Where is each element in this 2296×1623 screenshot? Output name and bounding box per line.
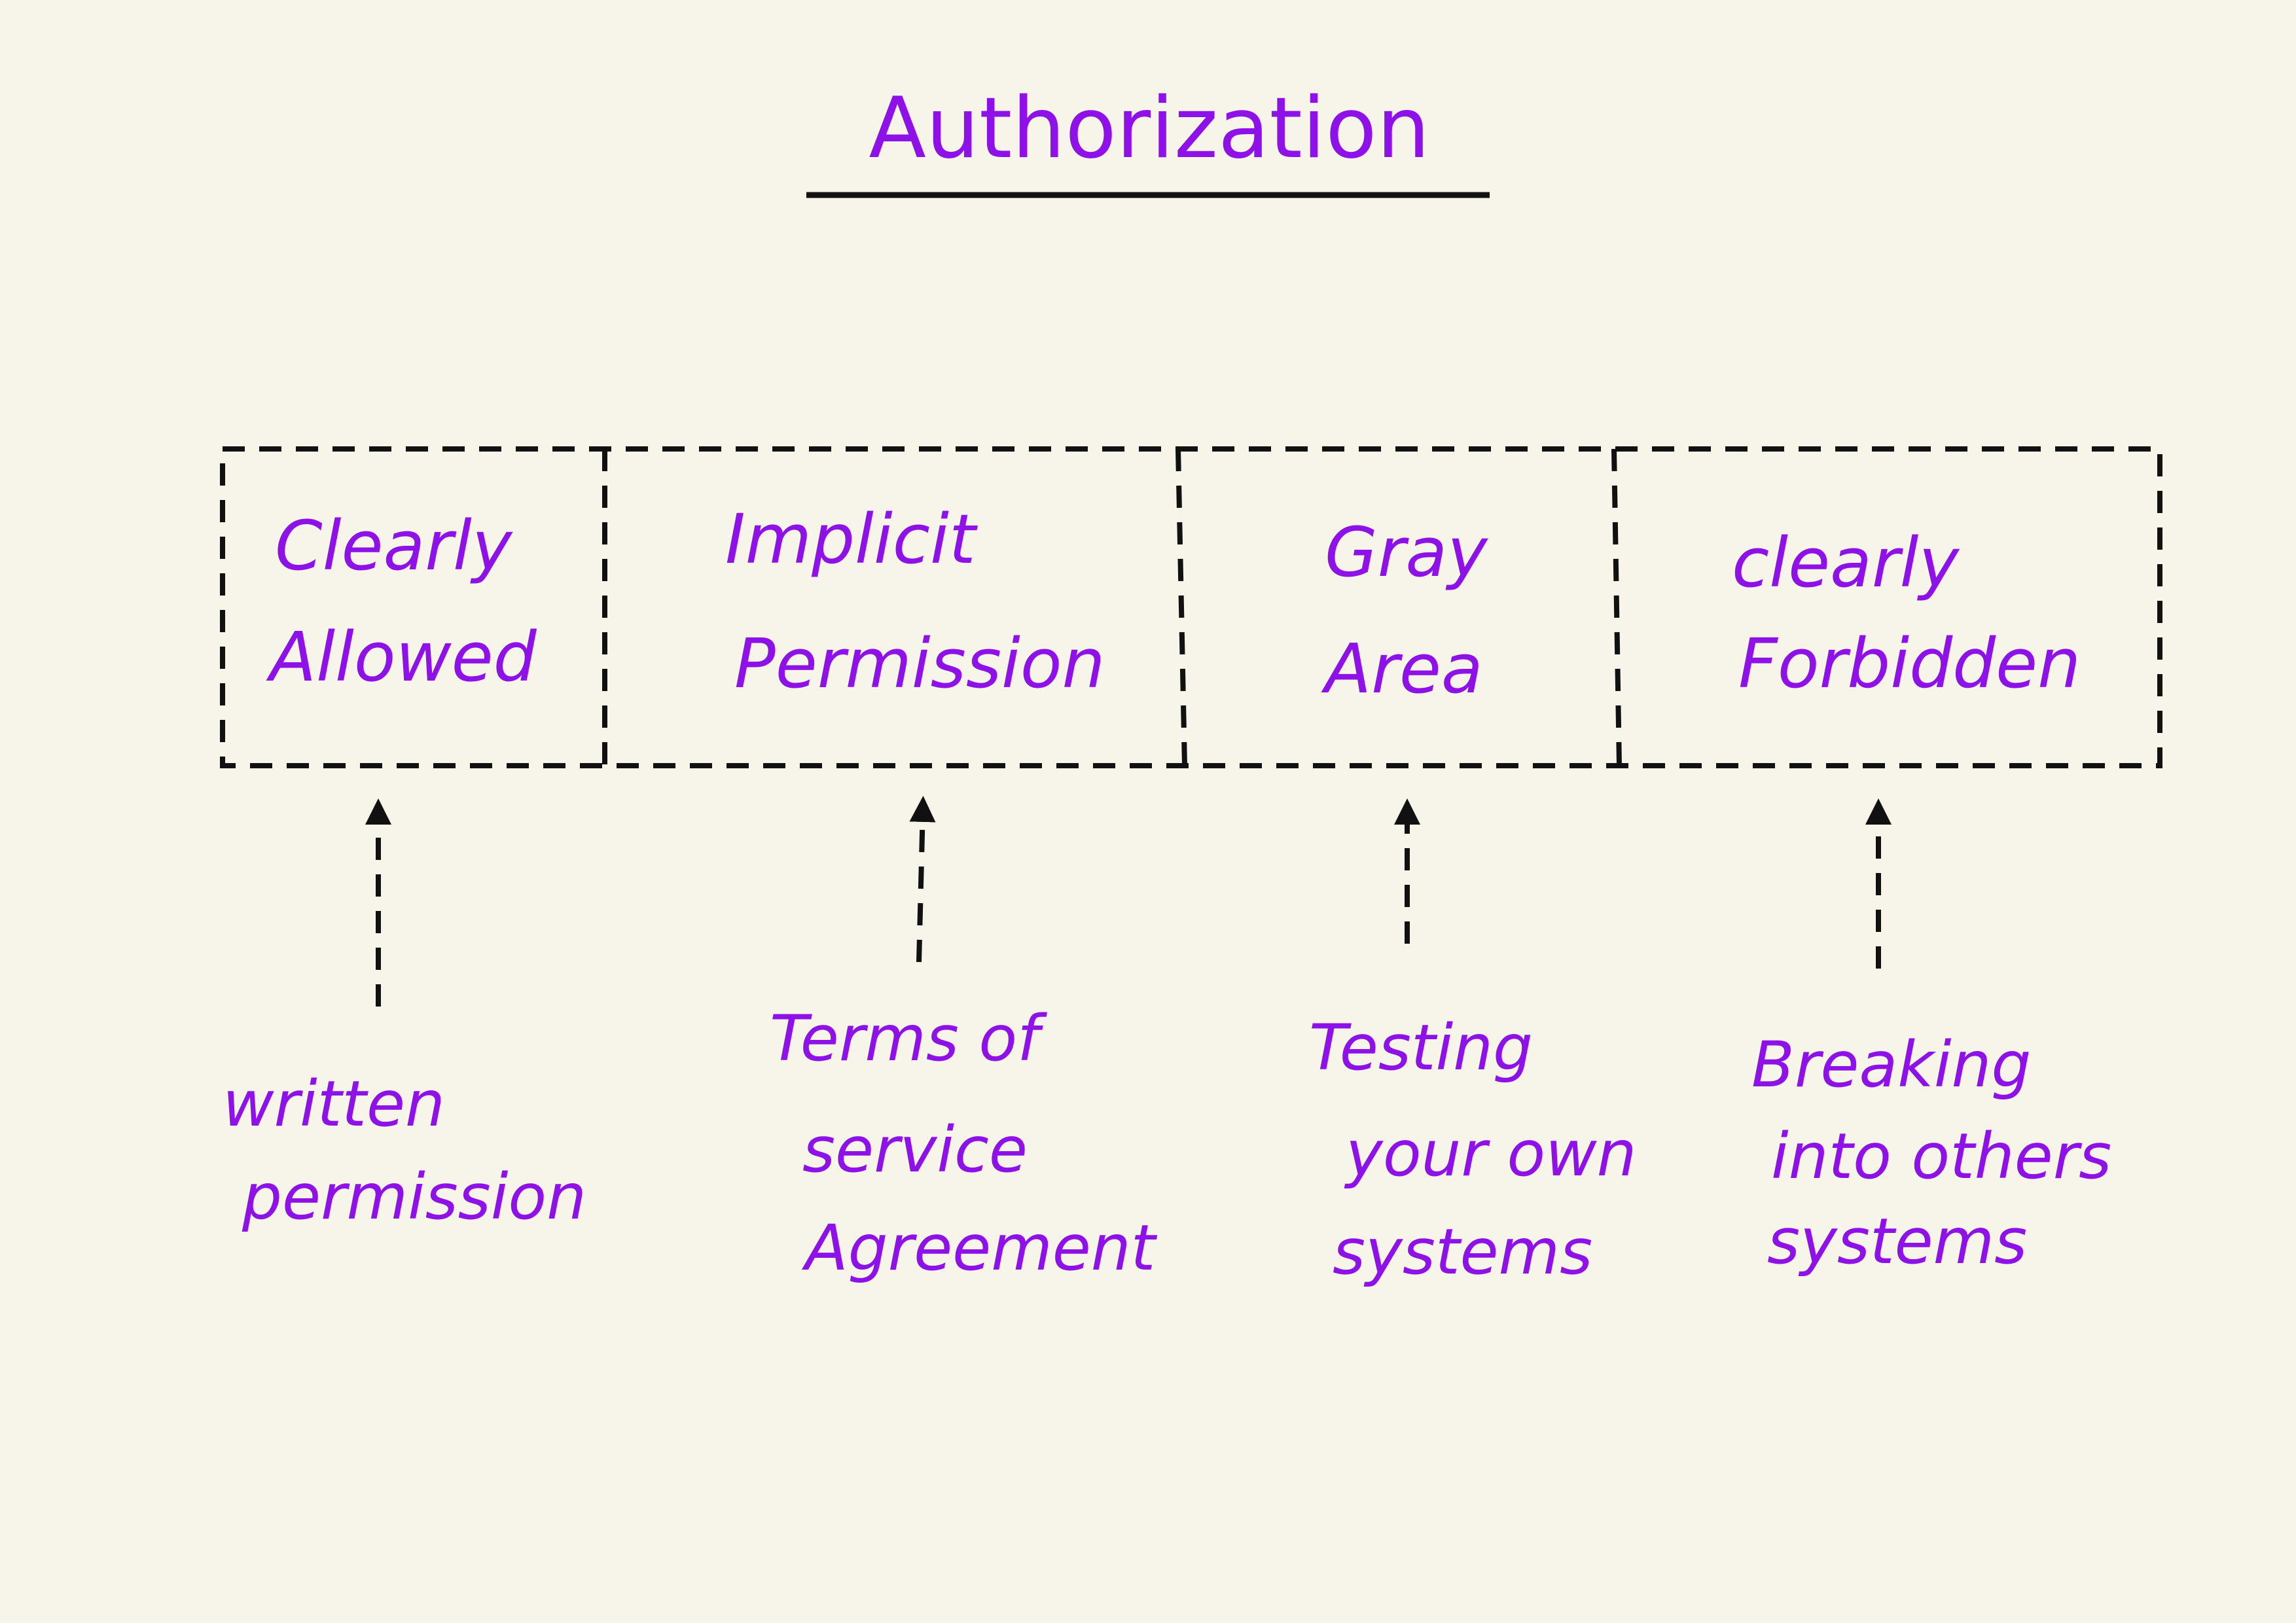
example-testing-own-systems: Testing your own systems [1309, 1011, 1636, 1289]
spectrum-outline [220, 446, 2162, 768]
example-label: into others [1771, 1120, 2111, 1193]
category-label: Forbidden [1738, 624, 2081, 704]
category-implicit-permission: Implicit Permission [725, 499, 1105, 704]
example-label: your own [1344, 1117, 1636, 1190]
example-label: systems [1767, 1205, 2027, 1278]
example-breaking-into-others: Breaking into others systems [1751, 1028, 2111, 1278]
example-label: Breaking [1751, 1028, 2031, 1101]
category-label: Gray [1325, 512, 1488, 592]
authorization-spectrum [220, 446, 2162, 768]
example-label: Terms of [770, 1002, 1047, 1075]
divider-2 [1175, 448, 1187, 766]
example-label: Agreement [801, 1211, 1158, 1285]
category-gray-area: Gray Area [1321, 512, 1488, 709]
example-label: written [223, 1067, 445, 1141]
example-label: Testing [1309, 1011, 1533, 1084]
example-terms-of-service: Terms of service Agreement [770, 1002, 1158, 1285]
category-clearly-forbidden: clearly Forbidden [1732, 523, 2081, 704]
category-clearly-allowed: Clearly Allowed [266, 506, 537, 697]
category-label: Allowed [266, 617, 537, 697]
category-label: Clearly [275, 506, 513, 586]
arrow-up-2 [909, 796, 936, 963]
category-label: Area [1321, 629, 1483, 709]
example-label: permission [242, 1160, 586, 1234]
page-title: Authorization [869, 80, 1429, 177]
example-label: service [802, 1113, 1028, 1186]
divider-3 [1611, 448, 1622, 766]
example-label: systems [1333, 1215, 1592, 1289]
category-label: clearly [1732, 523, 1960, 603]
category-label: Implicit [725, 499, 978, 579]
example-written-permission: written permission [223, 1067, 586, 1234]
category-label: Permission [734, 624, 1105, 704]
